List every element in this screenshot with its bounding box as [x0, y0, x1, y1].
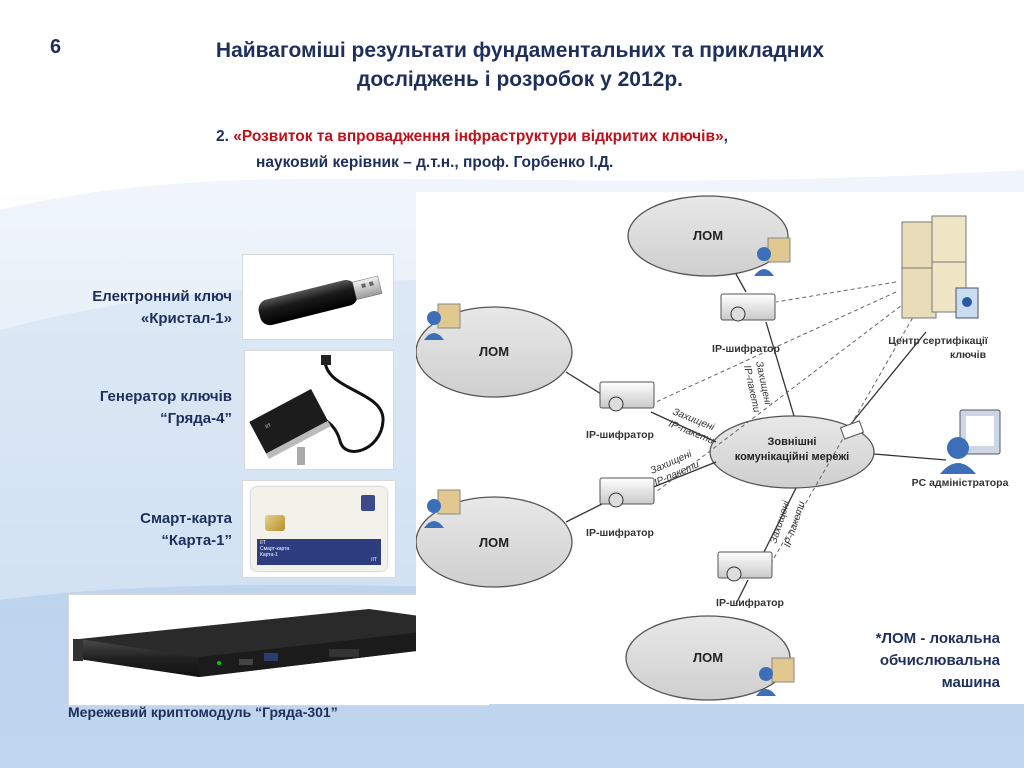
user-icon-bottom [756, 657, 795, 696]
lom-left-upper: ЛОМ [415, 306, 573, 398]
user-icon-left-lower [424, 489, 461, 528]
certification-center: Центр сертифікації ключів [888, 215, 989, 361]
slide-number: 6 [50, 36, 62, 58]
lom-top-label: ЛОМ [693, 228, 723, 243]
item-title: «Розвиток та впровадження інфраструктури… [233, 128, 724, 145]
admin-pc-label: PC адміністратора [912, 477, 1009, 489]
card-print-1: ІІТ [260, 540, 266, 546]
slide-title: Найвагоміші результати фундаментальних т… [160, 36, 880, 94]
certification-center-line-2: ключів [950, 349, 987, 361]
crypto-module-caption: Мережевий криптомодуль “Гряда-301” [68, 704, 338, 720]
ip-encryptor-left-lower-label: IP-шифратор [586, 527, 654, 539]
legend-line-3: машина [941, 674, 1000, 691]
external-networks-line-1: Зовнішні [768, 436, 817, 448]
smartcard-label: Смарт-карта “Карта-1” [32, 508, 232, 552]
smart-card-photo: ІІТ Смарт-карта Карта-1 ІІТ [242, 480, 396, 578]
key-label: Електронний ключ «Кристал-1» [32, 286, 232, 330]
network-diagram: ЛОМ ЛОМ ЛОМ ЛОМ Зовнішні комунікаційні м… [415, 192, 1024, 704]
card-print-2: Смарт-карта [260, 546, 290, 552]
card-print-4: ІІТ [371, 557, 377, 563]
key-label-line-1: Електронний ключ [92, 288, 232, 305]
ip-encryptor-bottom: IP-шифратор [716, 551, 784, 609]
lom-top: ЛОМ [627, 195, 789, 277]
smartcard-label-line-2: “Карта-1” [161, 532, 232, 549]
card-logo-icon [361, 495, 375, 511]
monitor-icon [940, 409, 1001, 474]
ip-encryptor-left-lower: IP-шифратор [586, 477, 655, 539]
title-line-2: досліджень і розробок у 2012р. [357, 68, 683, 91]
key-distribution-lines [655, 281, 917, 573]
lom-legend: *ЛОМ - локальна обчислювальна машина [800, 628, 1000, 694]
network-links [565, 273, 947, 605]
card-print-3: Карта-1 [260, 552, 278, 558]
legend-line-2: обчислювальна [879, 652, 1000, 669]
ip-encryptor-left-upper-label: IP-шифратор [586, 429, 654, 441]
lom-bottom-label: ЛОМ [693, 650, 723, 665]
lom-left-lower-label: ЛОМ [479, 535, 509, 550]
ip-encryptor-top: IP-шифратор [712, 293, 780, 355]
key-generator-photo: ІІТ [244, 350, 394, 470]
router-icon [839, 420, 865, 440]
lom-bottom: ЛОМ [625, 615, 791, 701]
protected-packets-labels: Захищені IP-пакети Захищені IP-пакети За… [649, 360, 808, 549]
chip-icon [265, 515, 285, 531]
user-icon-top [754, 237, 791, 276]
admin-pc: PC адміністратора [912, 409, 1009, 489]
item-heading: 2. «Розвиток та впровадження інфраструкт… [216, 124, 728, 176]
ip-encryptor-left-upper: IP-шифратор [586, 381, 655, 441]
generator-label: Генератор ключів “Гряда-4” [32, 386, 232, 430]
item-supervisor: науковий керівник – д.т.н., проф. Горбен… [256, 154, 614, 171]
user-icon-left-upper [424, 303, 461, 340]
key-label-line-2: «Кристал-1» [140, 310, 232, 327]
generator-label-line-1: Генератор ключів [99, 388, 232, 405]
ip-encryptor-top-label: IP-шифратор [712, 343, 780, 355]
lom-left-lower: ЛОМ [415, 496, 573, 588]
legend-line-1: *ЛОМ - локальна [875, 630, 1000, 647]
ip-encryptor-bottom-label: IP-шифратор [716, 597, 784, 609]
item-number: 2. [216, 128, 229, 145]
lom-left-upper-label: ЛОМ [479, 344, 509, 359]
external-networks-line-2: комунікаційні мережі [735, 451, 850, 463]
generator-label-line-2: “Гряда-4” [160, 410, 232, 427]
svg-text:ІІТ: ІІТ [265, 422, 273, 430]
external-networks: Зовнішні комунікаційні мережі [709, 415, 875, 489]
usb-key-photo [242, 254, 394, 340]
certification-center-line-1: Центр сертифікації [888, 335, 989, 347]
server-icon [901, 215, 979, 319]
item-comma: , [723, 128, 728, 145]
title-line-1: Найвагоміші результати фундаментальних т… [215, 39, 825, 62]
smartcard-label-line-1: Смарт-карта [140, 510, 232, 527]
